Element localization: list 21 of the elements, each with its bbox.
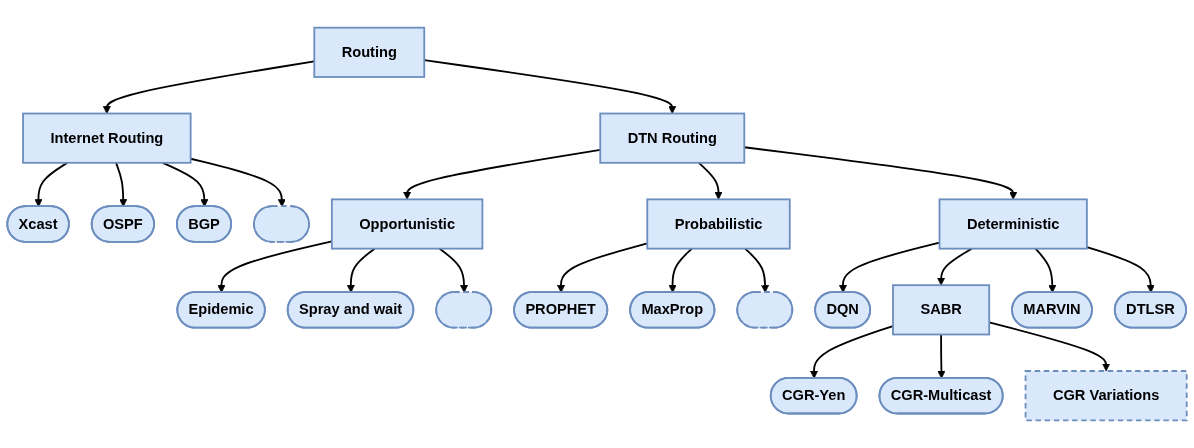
arrow <box>668 247 693 293</box>
arrow <box>1034 247 1057 293</box>
node-box: Routing <box>313 26 426 78</box>
arrow <box>810 325 894 379</box>
arrow <box>115 161 128 207</box>
node-box: Opportunistic <box>330 198 484 250</box>
arrow <box>1085 246 1155 293</box>
node-box: Deterministic <box>938 198 1088 250</box>
node-box: SABR <box>892 284 991 336</box>
arrow <box>438 247 469 293</box>
arrow <box>697 161 723 200</box>
node-box: Probabilistic <box>646 198 791 250</box>
arrow <box>161 161 209 207</box>
arrow <box>346 247 376 293</box>
node-box: DTN Routing <box>599 112 746 164</box>
node-box: Internet Routing <box>22 112 192 164</box>
arrow <box>937 333 946 379</box>
arrow <box>937 247 973 286</box>
arrow <box>34 161 69 207</box>
arrow <box>744 247 770 293</box>
node-box: CGR Variations <box>1024 370 1188 422</box>
